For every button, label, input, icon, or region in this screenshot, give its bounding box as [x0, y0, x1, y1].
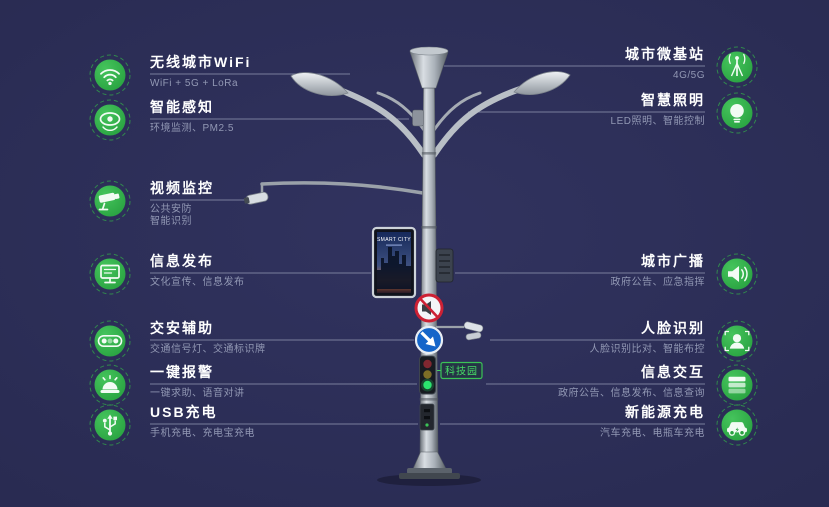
feature-wireless-wifi: 无线城市WiFi WiFi + 5G + LoRa: [88, 53, 249, 97]
feature-city-broadcast: 城市广播 政府公告、应急指挥: [611, 252, 759, 296]
feature-emergency-alarm: 一键报警 一键求助、语音对讲: [88, 363, 244, 407]
cctv-camera: [243, 191, 269, 205]
feature-ev-charging: 新能源充电 汽车充电、电瓶车充电: [600, 403, 759, 447]
sensing-icon: [89, 99, 131, 141]
feature-info-publishing: 信息发布 文化宣传、信息发布: [88, 252, 244, 296]
pole-arms: [290, 71, 571, 158]
face-icon: [716, 320, 758, 362]
feature-video-surveillance: 视频监控 公共安防 智能识别: [88, 179, 212, 227]
park-label-text: 科技园: [445, 365, 478, 378]
traffic-light: [419, 355, 436, 395]
feature-desc: 手机充电、充电宝充电: [150, 428, 255, 439]
feature-desc: 环境监测、PM2.5: [150, 123, 234, 134]
bulb-icon: [716, 92, 758, 134]
pole-shaft: [419, 87, 439, 456]
usb-icon: [89, 404, 131, 446]
feature-traffic-assist: 交安辅助 交通信号灯、交通标识牌: [88, 319, 265, 363]
top-lamp: [409, 46, 449, 89]
traffic-light-icon: [89, 320, 131, 362]
usb-box: [419, 403, 435, 431]
feature-desc: 4G/5G: [673, 70, 705, 81]
feature-title: 智慧照明: [641, 92, 705, 108]
feature-title: 无线城市WiFi: [150, 54, 252, 70]
right-lamp-head: [513, 71, 571, 95]
feature-micro-base-station: 城市微基站 4G/5G: [625, 45, 759, 89]
feature-title: 人脸识别: [641, 320, 705, 336]
feature-desc: 一键求助、语音对讲: [150, 388, 245, 399]
speaker-icon: [716, 253, 758, 295]
feature-desc: 人脸识别比对、智能布控: [589, 344, 705, 355]
side-cameras: [436, 321, 484, 341]
feature-desc: 公共安防: [150, 204, 192, 215]
feature-desc: 政府公告、应急指挥: [610, 277, 705, 288]
feature-title: 城市广播: [641, 253, 705, 269]
feature-desc: WiFi + 5G + LoRa: [150, 78, 239, 89]
display-icon: [89, 253, 131, 295]
feature-title: 一键报警: [150, 364, 214, 380]
feature-desc: 政府公告、信息发布、信息查询: [558, 388, 705, 399]
wifi-icon: [89, 54, 131, 96]
pole-joints: [419, 152, 439, 401]
feature-face-recognition: 人脸识别 人脸识别比对、智能布控: [590, 319, 759, 363]
cctv-icon: [89, 180, 131, 222]
direction-sign: [414, 325, 444, 355]
feature-title: 交安辅助: [150, 320, 214, 336]
feature-desc: 文化宣传、信息发布: [150, 277, 245, 288]
interaction-icon: [716, 364, 758, 406]
left-lamp-head: [290, 72, 349, 96]
feature-desc: 交通信号灯、交通标识牌: [150, 344, 266, 355]
pole-speaker-box: [435, 248, 454, 283]
feature-desc: LED照明、智能控制: [610, 116, 705, 127]
feature-title: 城市微基站: [625, 46, 705, 62]
feature-title: 信息发布: [150, 253, 214, 269]
pole-screen: SMART CITY: [371, 226, 417, 299]
feature-smart-lighting: 智慧照明 LED照明、智能控制: [611, 91, 759, 135]
screen-title-text: SMART CITY: [377, 237, 411, 243]
feature-info-interaction: 信息交互 政府公告、信息发布、信息查询: [558, 363, 759, 407]
feature-title: USB充电: [150, 404, 218, 420]
cctv-arm: [243, 181, 425, 205]
feature-desc: 汽车充电、电瓶车充电: [600, 428, 705, 439]
feature-title: 信息交互: [641, 364, 705, 380]
feature-title: 新能源充电: [625, 404, 705, 420]
park-label: 科技园: [437, 361, 483, 380]
antenna-icon: [716, 46, 758, 88]
feature-sensing: 智能感知 环境监测、PM2.5: [88, 98, 233, 142]
feature-desc-2: 智能识别: [150, 216, 192, 227]
feature-usb-charging: USB充电 手机充电、充电宝充电: [88, 403, 255, 447]
alarm-icon: [89, 364, 131, 406]
feature-title: 视频监控: [150, 180, 214, 196]
feature-title: 智能感知: [150, 99, 214, 115]
no-horn-sign: [414, 293, 444, 323]
ev-icon: [716, 404, 758, 446]
sensor-device: [412, 109, 424, 127]
pole-base: [377, 451, 481, 486]
